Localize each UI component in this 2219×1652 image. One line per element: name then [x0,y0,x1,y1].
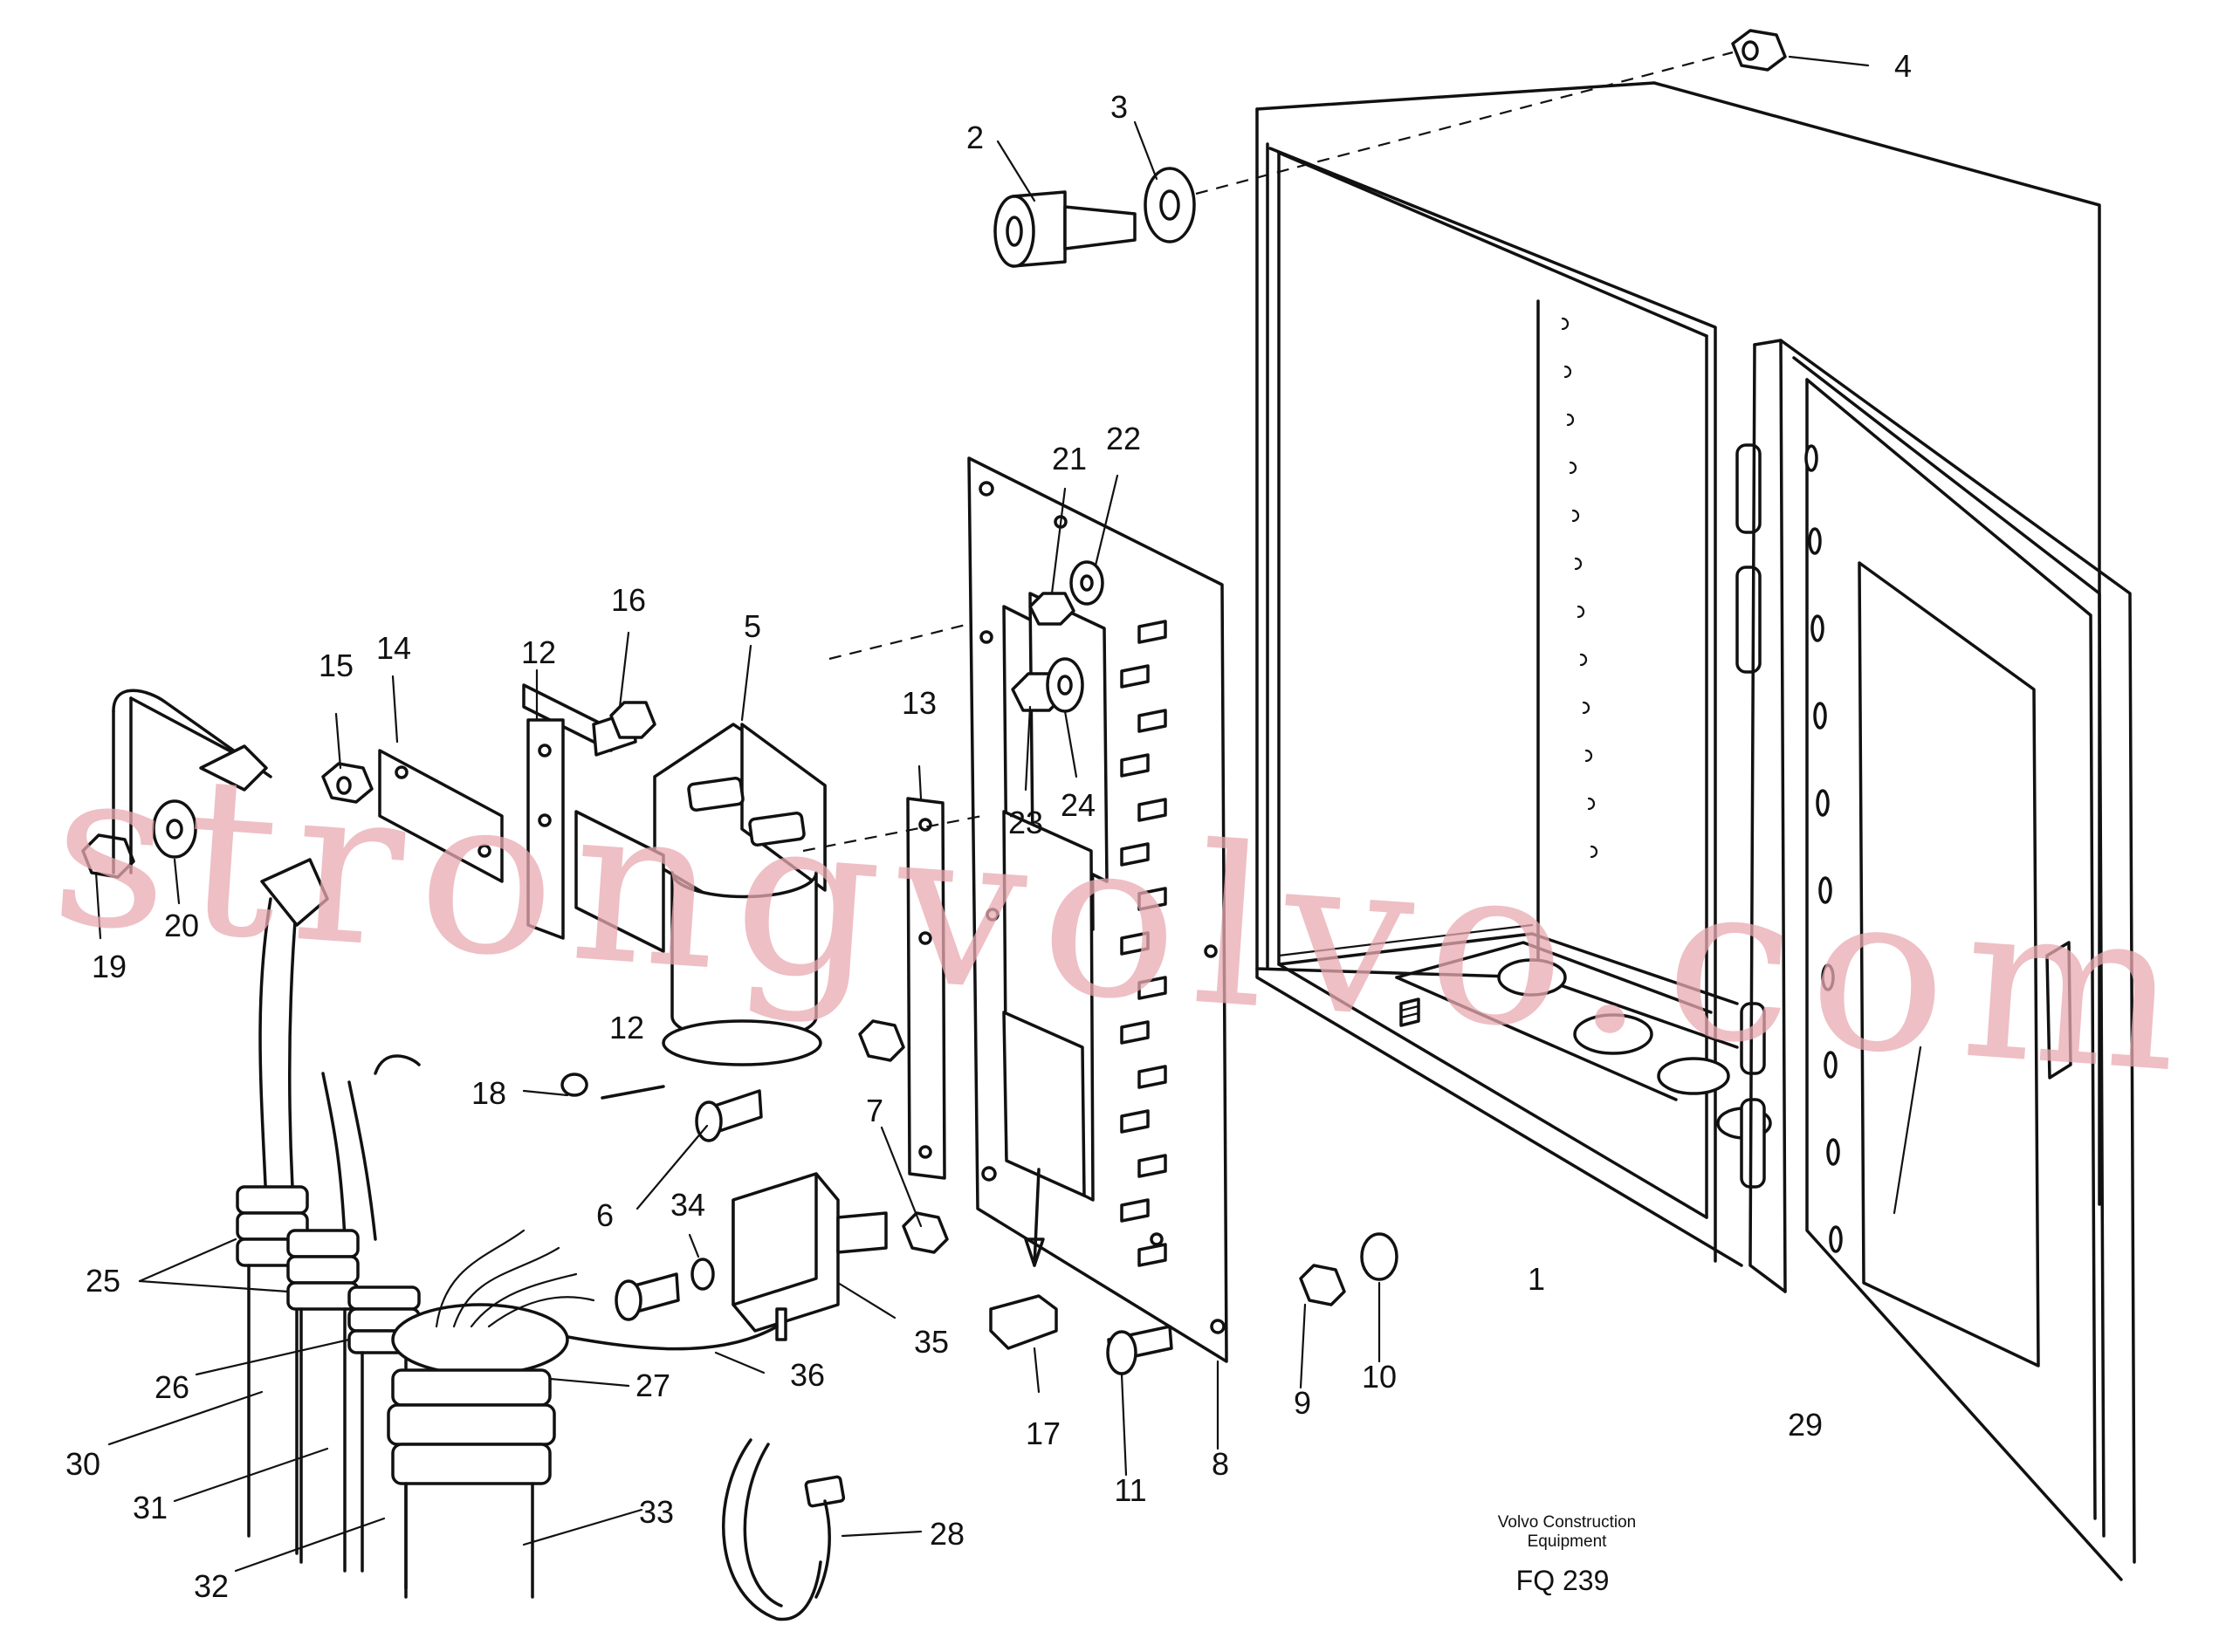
electrical-cabinet [1255,81,2136,1581]
callout-labels: 1 2 3 4 5 6 6 7 8 9 10 11 12 12 13 14 15… [65,48,1912,1604]
mounting-slots [1561,317,1598,859]
callout-12b: 12 [609,1010,644,1045]
callout-21: 21 [1052,441,1087,476]
callout-10: 10 [1362,1359,1397,1395]
door-holes [1804,444,1843,1253]
callout-34: 34 [670,1187,705,1223]
callout-25: 25 [86,1263,120,1299]
figure-code: FQ 239 [1516,1565,1610,1596]
callout-32: 32 [194,1568,229,1604]
callout-27: 27 [635,1368,670,1403]
callout-22: 22 [1106,421,1141,456]
callout-13: 13 [902,685,937,721]
callout-33: 33 [639,1494,674,1530]
callout-6a: 6 [596,1197,614,1233]
credit-block: Volvo Construction Equipment FQ 239 [1498,1513,1636,1596]
cap-screw [993,190,1137,268]
callout-15: 15 [319,648,354,683]
leader-lines [94,55,1922,1573]
callout-9: 9 [1294,1385,1311,1421]
callout-26: 26 [155,1369,189,1405]
hardware-parts [81,29,1787,1375]
cable-glands [112,689,846,1621]
callout-16: 16 [611,582,646,618]
callout-31: 31 [133,1490,168,1525]
nut [1731,29,1787,72]
callout-19: 19 [92,949,127,984]
callout-20: 20 [164,908,199,943]
relay-assembly [378,683,946,1180]
credit-line-2: Equipment [1528,1532,1608,1551]
gland-27 [387,1229,595,1599]
callout-17: 17 [1026,1416,1061,1451]
gland-25b [286,1229,360,1573]
cable-tie [722,1438,846,1621]
callout-30: 30 [65,1446,100,1482]
callout-4: 4 [1894,48,1912,84]
callout-12a: 12 [521,634,556,670]
terminal-studs [1120,620,1167,1267]
credit-line-1: Volvo Construction [1498,1513,1636,1532]
callout-24: 24 [1061,787,1096,823]
callout-11: 11 [1114,1472,1146,1508]
callout-36: 36 [790,1357,825,1393]
callout-35: 35 [914,1324,949,1360]
callout-18: 18 [471,1075,506,1111]
callout-8: 8 [1212,1446,1229,1482]
callout-23: 23 [1008,805,1043,840]
callout-29: 29 [1788,1407,1823,1443]
callout-5: 5 [744,608,761,644]
callout-1: 1 [1528,1261,1545,1297]
callout-28: 28 [930,1516,965,1552]
callout-3: 3 [1110,89,1128,125]
callout-14: 14 [376,630,411,666]
washer [1144,167,1196,243]
callout-2: 2 [966,120,984,155]
callout-7: 7 [866,1093,883,1128]
